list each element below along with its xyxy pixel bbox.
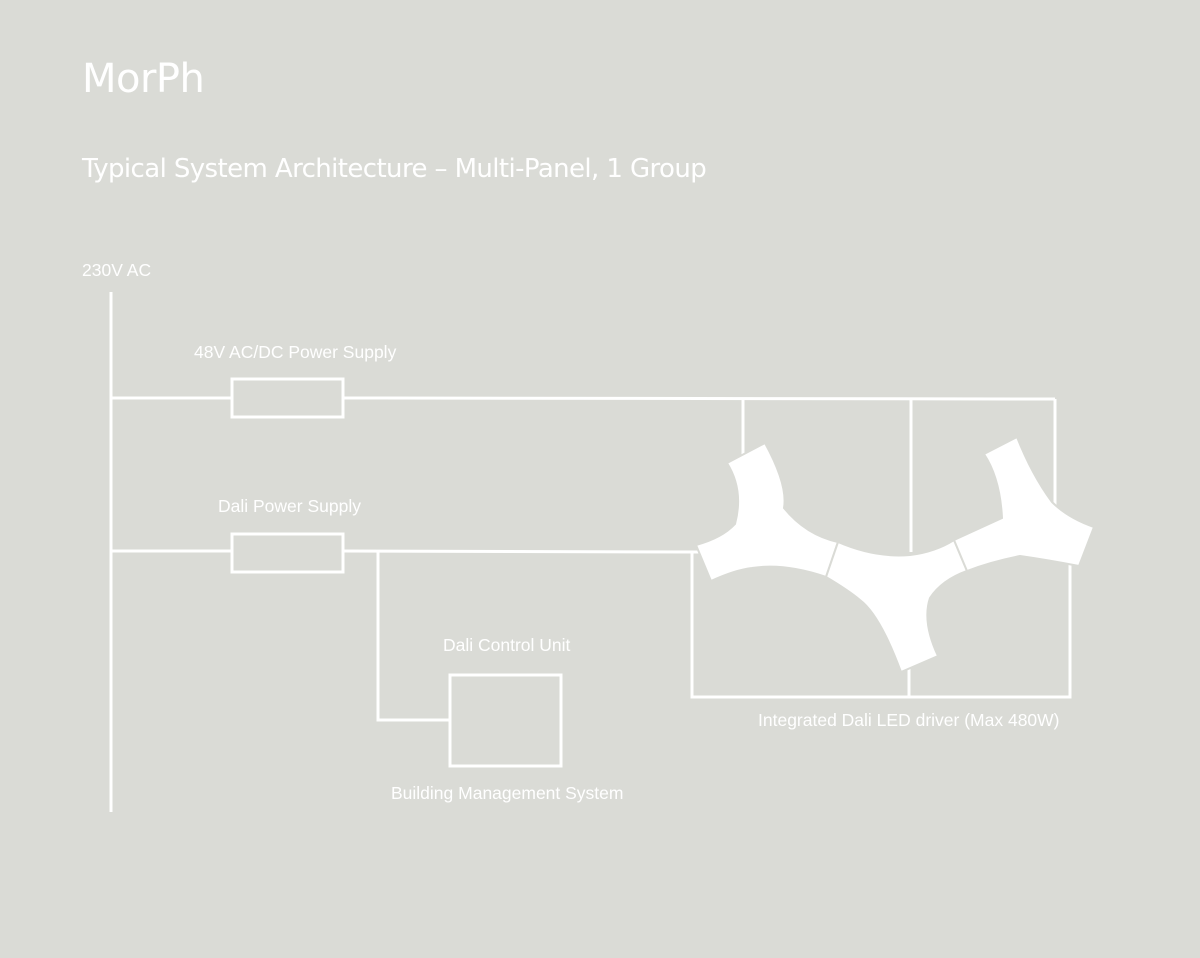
psu-48v-box — [230, 377, 345, 419]
dali-control-wire — [376, 551, 450, 722]
page-title: MorPh — [82, 56, 205, 102]
led-driver-label: Integrated Dali LED driver (Max 480W) — [758, 710, 1060, 730]
led-driver-loop-wire — [690, 552, 1072, 699]
morph-panel-left — [694, 441, 840, 583]
dali-psu-box — [230, 532, 345, 574]
page-subtitle: Typical System Architecture – Multi-Pane… — [82, 154, 707, 184]
mains-label: 230V AC — [82, 260, 152, 280]
dali-bus-wire — [342, 549, 701, 554]
psu-48v-label: 48V AC/DC Power Supply — [194, 342, 397, 362]
psu-48v-output-wire — [342, 396, 1056, 401]
bms-label: Building Management System — [391, 783, 624, 803]
morph-panel-right — [952, 435, 1096, 573]
dali-control-label: Dali Control Unit — [443, 635, 571, 655]
dali-control-box — [448, 673, 563, 768]
dali-psu-label: Dali Power Supply — [218, 496, 361, 516]
morph-panel-center — [824, 538, 969, 674]
